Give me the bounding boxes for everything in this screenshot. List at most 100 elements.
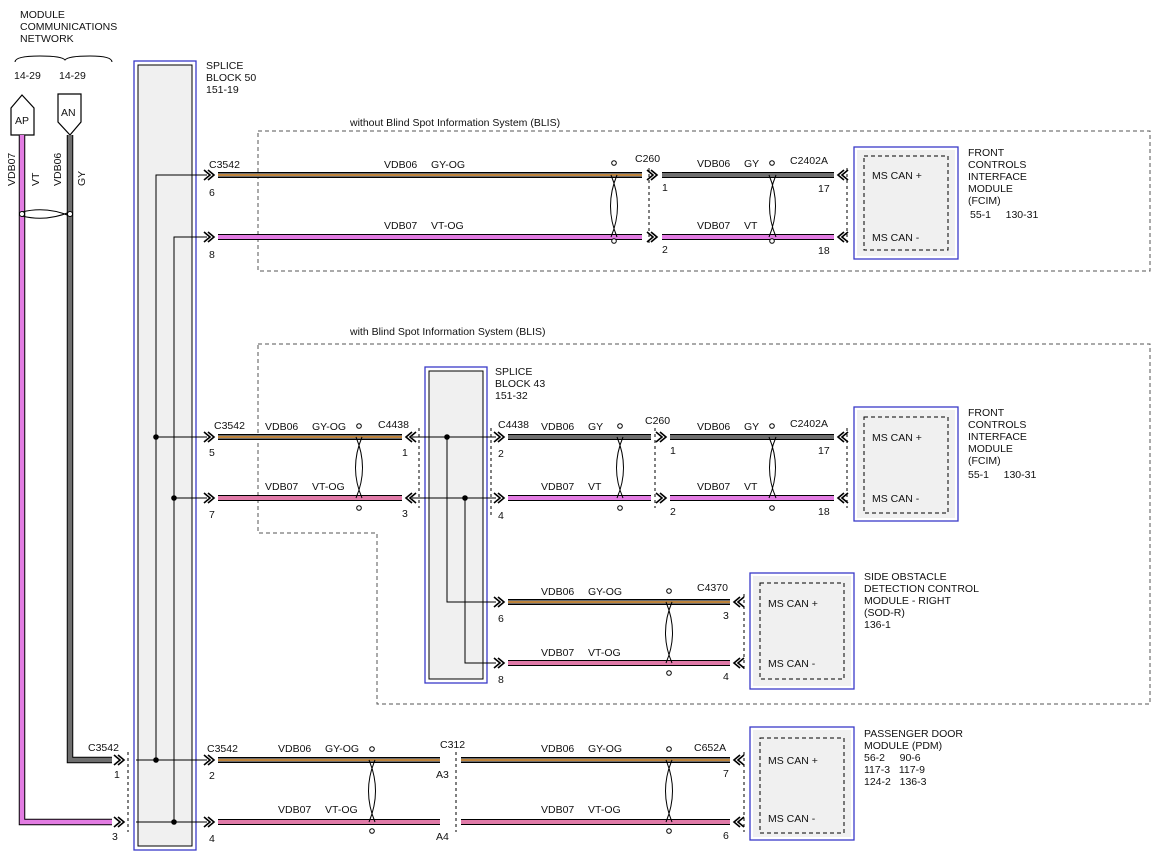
pdm-line5: 124-2 136-3 [864,776,927,788]
fcim-top-line3: INTERFACE [968,171,1027,183]
fcim-top-can-minus: MS CAN - [872,232,920,244]
connector-ap-label: AP [15,115,29,127]
fcim-top-can-plus: MS CAN + [872,170,922,182]
network-header: MODULE COMMUNICATIONS NETWORK 14-29 14-2… [14,9,117,82]
trunk-gy-circuit: VDB06 [52,153,64,186]
trunk-wire-vt [18,135,112,826]
sodr-line4: (SOD-R) [864,607,905,619]
trunk-vt-color: VT [30,172,42,186]
s2-vt-b-circuit: VDB07 [697,481,730,493]
s2-vt-b-color: VT [744,481,758,493]
fcim-top-line5: (FCIM) [968,195,1001,207]
s2-c4438-pin4: 4 [498,510,504,522]
splice43-line3: 151-32 [495,390,528,402]
s2-c4438-pin1: 1 [402,447,408,459]
splice50-line3: 151-19 [206,84,239,96]
fcim-bottom-can-plus: MS CAN + [872,432,922,444]
trunk-gy-color: GY [76,171,88,186]
fcim-module-bottom: MS CAN + MS CAN - [853,406,959,522]
s1-c260-pin2: 2 [662,244,668,256]
s1-c3542-label: C3542 [209,159,240,171]
fcim-bottom-line1: FRONT [968,407,1005,419]
s2-c4438-left-label: C4438 [378,419,409,431]
s3-gyog-b-circuit: VDB06 [541,743,574,755]
trunk-wire-gy [66,135,112,764]
s1-gy-circuit: VDB06 [697,158,730,170]
network-title-line2: COMMUNICATIONS [20,21,117,33]
network-ref-ap: 14-29 [14,70,41,82]
network-title-line1: MODULE [20,9,65,21]
s2-c260-label: C260 [645,415,670,427]
s2-pin18: 18 [818,506,830,518]
s1-pin18: 18 [818,245,830,257]
s2-c260-pin2: 2 [670,506,676,518]
s2-gyog-color: GY-OG [312,421,346,433]
pdm-line1: PASSENGER DOOR [864,728,963,740]
s1-pin6: 6 [209,187,215,199]
s2-sod-gyog-color: GY-OG [588,586,622,598]
s3-c652a-label: C652A [694,742,726,754]
splice-block-43 [412,366,496,684]
section-without-blis [257,130,1151,272]
fcim-bottom-line2: CONTROLS [968,419,1026,431]
network-title-line3: NETWORK [20,33,74,45]
connector-an: AN [57,93,82,136]
s2-vt-a-circuit: VDB07 [541,481,574,493]
fcim-module-top: MS CAN + MS CAN - [853,146,959,260]
fcim-bottom-ref: 55-1 130-31 [968,469,1036,481]
fcim-top-line2: CONTROLS [968,159,1026,171]
s2-gy-a-circuit: VDB06 [541,421,574,433]
splice43-line1: SPLICE [495,366,532,378]
fcim-top-ref: 55-1 130-31 [970,209,1038,221]
s2-c260-pin1: 1 [670,445,676,457]
s2-sod-vtog-color: VT-OG [588,647,621,659]
s2-pin8: 8 [498,674,504,686]
splice-block-50: SPLICE BLOCK 50 151-19 [133,60,256,851]
s1-pin17: 17 [818,183,830,195]
s2-pin5: 5 [209,447,215,459]
s3-c3542-label: C3542 [207,743,238,755]
s3-c312-pin-a4: A4 [436,831,449,843]
s2-c4370-label: C4370 [697,582,728,594]
sodr-line1: SIDE OBSTACLE [864,571,947,583]
s3-pin2: 2 [209,770,215,782]
c3542-left-pin1: 1 [114,769,120,781]
s1-vtog-color: VT-OG [431,220,464,232]
sodr-can-plus: MS CAN + [768,598,818,610]
fcim-top-line4: MODULE [968,183,1013,195]
pdm-line4: 117-3 117-9 [864,764,925,776]
s2-sod-vtog-circuit: VDB07 [541,647,574,659]
s2-gy-a-color: GY [588,421,603,433]
s2-pin7: 7 [209,509,215,521]
splice43-line2: BLOCK 43 [495,378,545,390]
s3-vtog-b-circuit: VDB07 [541,804,574,816]
s1-pin8: 8 [209,249,215,261]
s2-vtog-color: VT-OG [312,481,345,493]
splice50-line1: SPLICE [206,60,243,72]
s2-gyog-circuit: VDB06 [265,421,298,433]
network-ref-an: 14-29 [59,70,86,82]
s2-c4370-pin4: 4 [723,671,729,683]
connector-ap: AP [10,94,35,136]
s3-vtog-b-color: VT-OG [588,804,621,816]
s3-c312-pin-a3: A3 [436,769,449,781]
s3-c652a-pin7: 7 [723,768,729,780]
s1-c260-label: C260 [635,153,660,165]
fcim-bottom-can-minus: MS CAN - [872,493,920,505]
s2-sod-gyog-circuit: VDB06 [541,586,574,598]
s1-gy-color: GY [744,158,759,170]
s1-c2402a-label: C2402A [790,155,828,167]
pdm-can-plus: MS CAN + [768,755,818,767]
pdm-can-minus: MS CAN - [768,813,816,825]
s2-pin17: 17 [818,445,830,457]
s2-c4438-right-label: C4438 [498,419,529,431]
fcim-bottom-line4: MODULE [968,443,1013,455]
s3-vtog-a-circuit: VDB07 [278,804,311,816]
splice50-line2: BLOCK 50 [206,72,256,84]
s1-vt-color: VT [744,220,758,232]
s2-c4370-pin3: 3 [723,610,729,622]
sodr-can-minus: MS CAN - [768,658,816,670]
pdm-line2: MODULE (PDM) [864,740,942,752]
section-without-blis-label: without Blind Spot Information System (B… [349,117,560,129]
